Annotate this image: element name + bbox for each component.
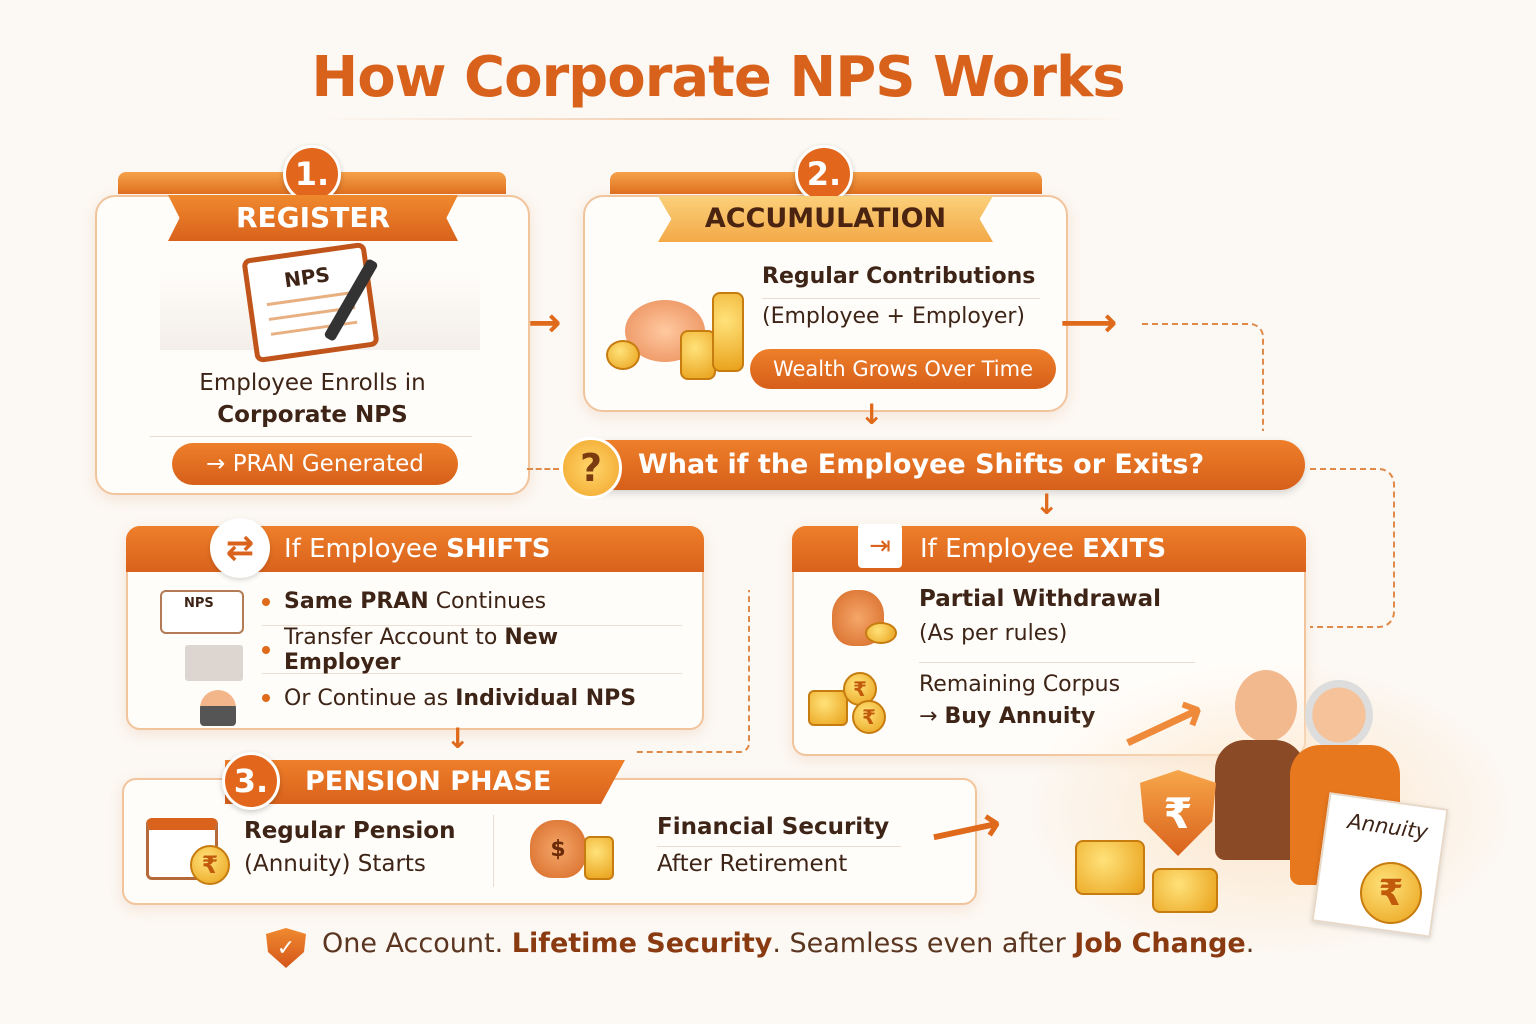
exit-door-icon: ⇥: [858, 524, 902, 568]
footer-text: One Account.: [322, 928, 512, 959]
contributions-sub: (Employee + Employer): [762, 304, 1026, 329]
grandmother-icon: [1305, 680, 1373, 750]
arrow-text: →: [919, 704, 945, 729]
building-icon: [185, 645, 243, 681]
item-bold: Individual NPS: [455, 685, 637, 711]
dashed-connector: [1310, 468, 1395, 628]
grandfather-icon: [1235, 670, 1297, 742]
register-text-1: Employee Enrolls in: [199, 370, 426, 396]
financial-security: Financial Security: [657, 814, 890, 840]
coin-stack-icon: [808, 690, 848, 726]
coin-stack-icon: [712, 292, 744, 372]
item-text: Transfer Account to: [284, 624, 505, 650]
list-item: Or Continue as Individual NPS: [262, 674, 682, 722]
dashed-connector: [636, 590, 750, 753]
register-text-2: Corporate NPS: [217, 402, 408, 428]
remaining-corpus: Remaining Corpus: [919, 672, 1121, 697]
partial-withdrawal: Partial Withdrawal: [919, 586, 1161, 612]
shield-check-icon: ✓: [266, 928, 306, 968]
bullet-icon: [262, 597, 270, 606]
item-bold: New Employer: [284, 624, 559, 675]
accumulation-ribbon: ACCUMULATION: [658, 196, 993, 242]
annuity-label: Annuity: [1346, 809, 1430, 845]
clipboard-icon: NPS: [241, 241, 380, 364]
nps-card-icon: NPS: [160, 590, 244, 634]
step-number-2: 2.: [795, 145, 853, 203]
arrow-right-icon: ⟶: [1060, 300, 1118, 346]
shifts-title-normal: If Employee: [284, 534, 447, 564]
divider: [493, 815, 494, 887]
divider: [762, 298, 1040, 299]
coin-stack-icon: [1075, 840, 1145, 895]
coin-stack-icon: [606, 340, 640, 370]
footer-tagline: One Account. Lifetime Security. Seamless…: [322, 928, 1254, 959]
item-bold: Same PRAN: [284, 589, 429, 614]
rupee-coin-icon: ₹: [190, 845, 230, 885]
coin-stack-icon: [584, 836, 614, 880]
footer-text: .: [1245, 928, 1255, 959]
exits-title-normal: If Employee: [920, 534, 1083, 564]
bullet-icon: [262, 645, 270, 654]
item-text: Or Continue as: [284, 685, 456, 711]
swap-arrows-icon: ⇄: [210, 518, 270, 578]
arrow-down-icon: ↓: [860, 398, 884, 431]
person-icon: [200, 690, 236, 726]
footer-bold: Lifetime Security: [511, 928, 773, 959]
coin-stack-icon: [865, 622, 897, 644]
partial-withdrawal-sub: (As per rules): [919, 621, 1068, 646]
title-divider: [320, 118, 1130, 120]
question-banner: [575, 440, 1305, 490]
step-number-3: 3.: [222, 752, 280, 810]
divider: [657, 846, 901, 847]
page-title: How Corporate NPS Works: [311, 45, 1125, 110]
contributions-title: Regular Contributions: [762, 264, 1036, 289]
arrow-down-icon: ↓: [1035, 488, 1059, 521]
divider: [919, 662, 1195, 663]
rupee-coin-icon: ₹: [852, 700, 886, 734]
question-text: What if the Employee Shifts or Exits?: [638, 449, 1205, 480]
shifts-title-bold: SHIFTS: [446, 534, 551, 564]
money-bag-icon: $: [530, 820, 586, 878]
rupee-coin-icon: ₹: [1360, 862, 1422, 924]
wealth-grows-pill: Wealth Grows Over Time: [750, 349, 1056, 389]
arrow-right-icon: →: [528, 300, 562, 346]
coin-stack-icon: [1152, 868, 1218, 913]
pension-ribbon: PENSION PHASE: [225, 760, 625, 804]
list-item: Same PRAN Continues: [262, 578, 682, 626]
list-item: Transfer Account to New Employer: [262, 624, 682, 675]
bullet-icon: [262, 694, 270, 702]
divider: [150, 436, 472, 437]
dashed-connector: [1142, 323, 1264, 431]
pran-generated-pill: → PRAN Generated: [172, 443, 458, 485]
item-text: Continues: [428, 589, 547, 614]
coin-stack-icon: [680, 330, 716, 380]
exits-title-bold: EXITS: [1082, 534, 1167, 564]
regular-pension: Regular Pension: [244, 818, 456, 844]
arrow-down-icon: ↓: [446, 722, 470, 755]
regular-pension-sub: (Annuity) Starts: [244, 851, 426, 877]
footer-bold: Job Change: [1074, 928, 1246, 959]
question-icon: ?: [560, 437, 622, 499]
footer-text: . Seamless even after: [772, 928, 1075, 959]
financial-security-sub: After Retirement: [657, 851, 848, 877]
dashed-connector: [527, 468, 559, 470]
step-number-1: 1.: [283, 145, 341, 203]
register-ribbon: REGISTER: [168, 195, 458, 241]
